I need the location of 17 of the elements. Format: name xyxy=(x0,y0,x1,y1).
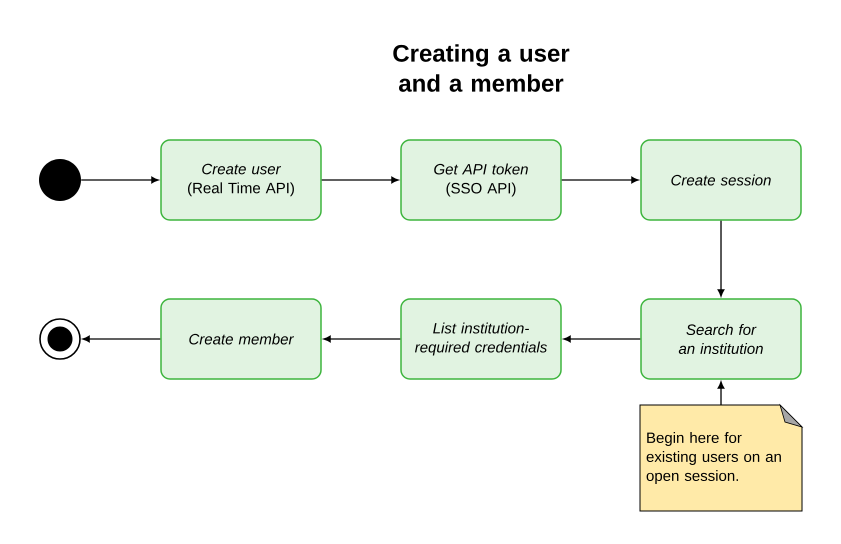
process-box: Get API token (SSO API) xyxy=(400,139,562,221)
arrow xyxy=(323,336,400,342)
process-box: Create user (Real Time API) xyxy=(160,139,322,221)
arrow xyxy=(81,176,159,184)
start-node xyxy=(39,159,81,201)
arrow xyxy=(322,176,399,184)
arrow xyxy=(82,336,160,342)
arrow xyxy=(563,336,640,342)
process-box: Create session xyxy=(640,139,802,221)
process-box: List institution-required credentials xyxy=(400,298,562,380)
arrow xyxy=(718,220,724,297)
process-box: Search for an institution xyxy=(640,298,802,380)
end-node xyxy=(39,318,81,360)
arrow xyxy=(718,381,724,405)
arrow xyxy=(562,176,639,184)
process-box: Create member xyxy=(160,298,322,380)
title: Creating a user and a member xyxy=(393,44,570,92)
